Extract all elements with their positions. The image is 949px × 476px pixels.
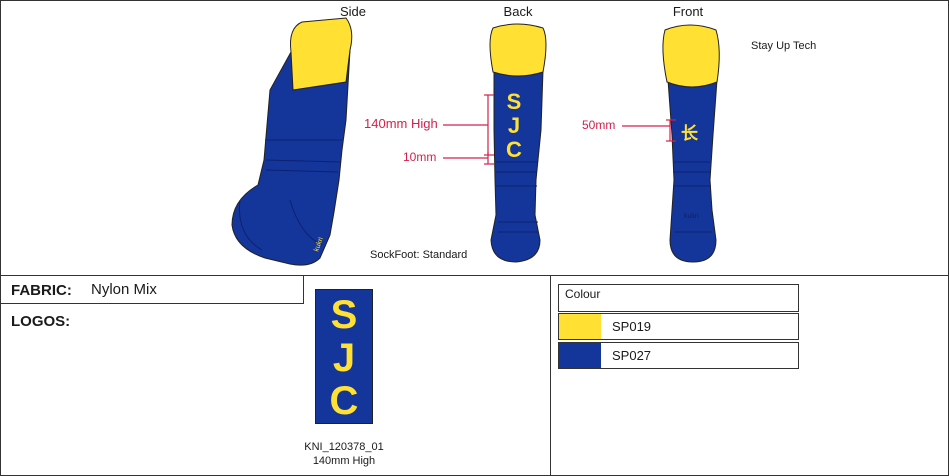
back-letter-j: J (507, 113, 521, 138)
fabric-label: FABRIC: (11, 282, 72, 299)
back-gap-dimension: 10mm (403, 150, 437, 164)
stay-up-note: Stay Up Tech (751, 40, 817, 52)
colour-swatch-navy (559, 343, 601, 368)
view-title-front: Front (672, 4, 704, 19)
colour-code-2: SP027 (612, 348, 652, 363)
logo-letter-j: J (332, 336, 356, 380)
logos-label: LOGOS: (11, 313, 71, 330)
sockfoot-note: SockFoot: Standard (370, 249, 468, 261)
sjc-logo-artwork: S J C (315, 289, 373, 424)
back-letter-c: C (506, 137, 522, 162)
logo-size: 140mm High (312, 455, 376, 467)
front-dimension-lines (622, 119, 676, 142)
logo-letter-s: S (330, 293, 358, 337)
logo-code: KNI_120378_01 (304, 441, 384, 453)
colour-row-2: SP027 (558, 342, 799, 369)
front-sock-mark: 长 (681, 124, 698, 143)
colour-header-label: Colour (565, 287, 601, 301)
logo-letter-c: C (329, 379, 359, 423)
back-height-dimension: 140mm High (364, 116, 438, 131)
back-letter-s: S (506, 89, 522, 114)
colour-row-1: SP019 (558, 313, 799, 340)
fabric-value: Nylon Mix (91, 281, 157, 298)
view-title-back: Back (503, 4, 533, 19)
front-sock: kukri (662, 24, 720, 263)
colour-code-1: SP019 (612, 319, 652, 334)
front-logo-dimension: 50mm (582, 118, 616, 132)
back-dimension-lines (443, 94, 494, 165)
side-brand: kukri (313, 236, 325, 253)
colour-swatch-yellow (559, 314, 601, 339)
colour-header: Colour (558, 284, 799, 312)
back-sock-logo: S J C (503, 90, 525, 162)
side-sock: kukri (231, 17, 353, 266)
back-sock (489, 23, 547, 263)
front-brand: kukri (684, 213, 699, 220)
view-title-side: Side (339, 4, 367, 19)
fabric-box (0, 275, 304, 304)
